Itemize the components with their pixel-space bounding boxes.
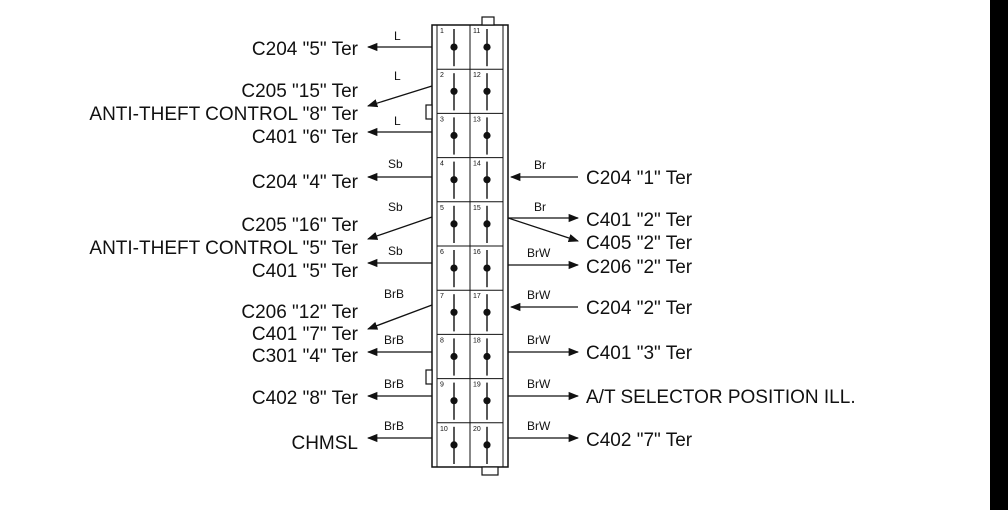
- wire-color-l8: BrB: [384, 333, 404, 347]
- pin-number: 4: [440, 161, 444, 168]
- pin-terminal: [483, 308, 491, 316]
- wire-arrow-l5: [367, 216, 433, 240]
- label-right-1: C204 "1" Ter: [586, 168, 693, 189]
- wire-color-r3: BrW: [527, 246, 551, 260]
- pin-number: 12: [473, 72, 481, 79]
- left-wire-colors: L L L Sb Sb Sb BrB BrB BrB BrB: [384, 29, 404, 433]
- pin-number: 15: [473, 205, 481, 212]
- pin-terminal: [450, 131, 458, 140]
- pin-terminal: [450, 352, 458, 361]
- pin-number: 20: [473, 426, 481, 433]
- label-left-13: CHMSL: [291, 433, 358, 454]
- wire-color-l3: L: [394, 114, 401, 128]
- pin-terminal: [450, 176, 458, 184]
- pin-terminal: [483, 220, 491, 228]
- wire-color-l1: L: [394, 29, 401, 43]
- pin-terminal: [450, 87, 458, 95]
- pin-number: 14: [473, 161, 481, 168]
- wire-lines: [366, 42, 580, 443]
- pin-number: 19: [473, 382, 481, 389]
- pin-number: 1: [440, 28, 444, 35]
- label-left-8: C401 "5" Ter: [252, 261, 359, 282]
- wire-color-r7: BrW: [527, 419, 551, 433]
- wire-color-l5: Sb: [388, 200, 403, 214]
- pin-terminal: [450, 220, 458, 228]
- pin-terminal: [483, 264, 491, 272]
- label-left-11: C301 "4" Ter: [252, 346, 359, 367]
- pin-number: 17: [473, 293, 481, 300]
- pin-number: 3: [440, 116, 444, 123]
- wire-arrow-l7: [367, 304, 433, 330]
- scan-edge-bar: [990, 0, 1008, 510]
- wire-color-l4: Sb: [388, 157, 403, 171]
- pin-terminal: [483, 352, 491, 361]
- pin-terminal: [483, 131, 491, 140]
- wire-color-r4: BrW: [527, 288, 551, 302]
- wire-color-r2: Br: [534, 200, 546, 214]
- pin-terminal: [483, 43, 491, 51]
- label-right-2: C401 "2" Ter: [586, 210, 693, 231]
- right-wire-colors: Br Br BrW BrW BrW BrW BrW: [527, 158, 551, 433]
- pin-terminal: [450, 43, 458, 51]
- connector-cell-grid: [437, 68, 503, 424]
- wire-arrow-l2: [367, 85, 433, 108]
- label-left-5: C204 "4" Ter: [252, 172, 359, 193]
- pin-number: 9: [440, 382, 444, 389]
- label-left-6: C205 "16" Ter: [241, 215, 358, 236]
- wire-color-r5: BrW: [527, 333, 551, 347]
- pin-number: 2: [440, 72, 444, 79]
- label-left-1: C204 "5" Ter: [252, 39, 359, 60]
- left-labels: C204 "5" Ter C205 "15" Ter ANTI-THEFT CO…: [89, 39, 358, 454]
- pin-number: 13: [473, 116, 481, 123]
- pin-number: 5: [440, 205, 444, 212]
- right-labels: C204 "1" Ter C401 "2" Ter C405 "2" Ter C…: [586, 168, 856, 451]
- label-left-12: C402 "8" Ter: [252, 388, 359, 409]
- pin-terminal: [483, 397, 491, 405]
- label-left-2: C205 "15" Ter: [241, 81, 358, 102]
- label-right-3: C405 "2" Ter: [586, 233, 693, 254]
- pin-number: 16: [473, 249, 481, 256]
- pin-number: 10: [440, 426, 448, 433]
- pin-terminal: [483, 176, 491, 184]
- label-left-10: C401 "7" Ter: [252, 324, 359, 345]
- wire-arrow-r2b: [507, 217, 579, 243]
- label-left-3: ANTI-THEFT CONTROL "8" Ter: [89, 104, 358, 125]
- label-right-6: C401 "3" Ter: [586, 343, 693, 364]
- pin-terminal: [450, 264, 458, 272]
- label-right-4: C206 "2" Ter: [586, 257, 693, 278]
- pin-terminal: [483, 87, 491, 95]
- pin-terminal: [450, 308, 458, 316]
- label-left-9: C206 "12" Ter: [241, 302, 358, 323]
- wire-color-l7: BrB: [384, 287, 404, 301]
- pin-number: 6: [440, 249, 444, 256]
- label-left-4: C401 "6" Ter: [252, 127, 359, 148]
- pin-terminal: [450, 441, 458, 449]
- pin-terminal: [450, 397, 458, 405]
- pin-number: 18: [473, 337, 481, 344]
- wire-color-l9: BrB: [384, 377, 404, 391]
- pin-number: 8: [440, 337, 444, 344]
- pin-number: 11: [473, 28, 480, 35]
- label-right-5: C204 "2" Ter: [586, 298, 693, 319]
- pin-number: 7: [440, 293, 444, 300]
- label-left-7: ANTI-THEFT CONTROL "5" Ter: [89, 238, 358, 259]
- wire-color-l6: Sb: [388, 244, 403, 258]
- wire-color-r6: BrW: [527, 377, 551, 391]
- wire-color-l2: L: [394, 69, 401, 83]
- label-right-8: C402 "7" Ter: [586, 430, 693, 451]
- label-right-7: A/T SELECTOR POSITION ILL.: [586, 387, 856, 408]
- wire-color-l10: BrB: [384, 419, 404, 433]
- pin-terminal: [483, 441, 491, 449]
- wire-color-r1: Br: [534, 158, 546, 172]
